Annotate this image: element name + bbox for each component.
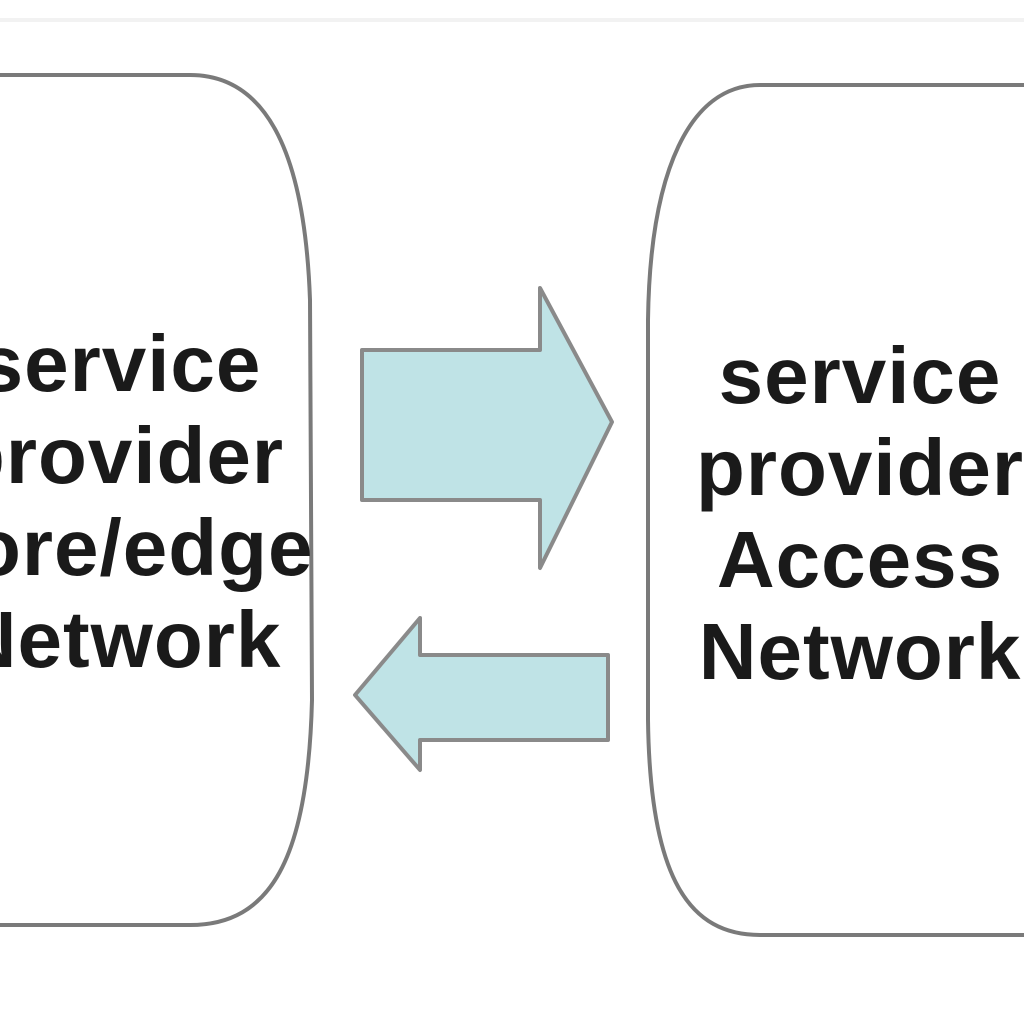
arrow-right	[360, 286, 614, 570]
right-node-line-3: Access	[716, 515, 1004, 604]
left-node-line-2: provider	[0, 411, 285, 500]
top-divider	[0, 18, 1024, 22]
right-node-line-1: service	[718, 331, 1002, 420]
left-node-shape	[0, 73, 315, 927]
left-node-line-4: Network	[0, 595, 282, 684]
left-node-line-1: service	[0, 319, 262, 408]
right-node-line-2: provider	[695, 423, 1024, 512]
arrow-left	[353, 616, 610, 772]
left-node-line-3: core/edge	[0, 503, 314, 592]
right-node-shape	[646, 83, 1024, 937]
right-node-label: service provider Access Network	[560, 330, 1024, 698]
right-node-line-4: Network	[698, 607, 1022, 696]
left-node-label: service provider core/edge Network	[0, 318, 430, 686]
